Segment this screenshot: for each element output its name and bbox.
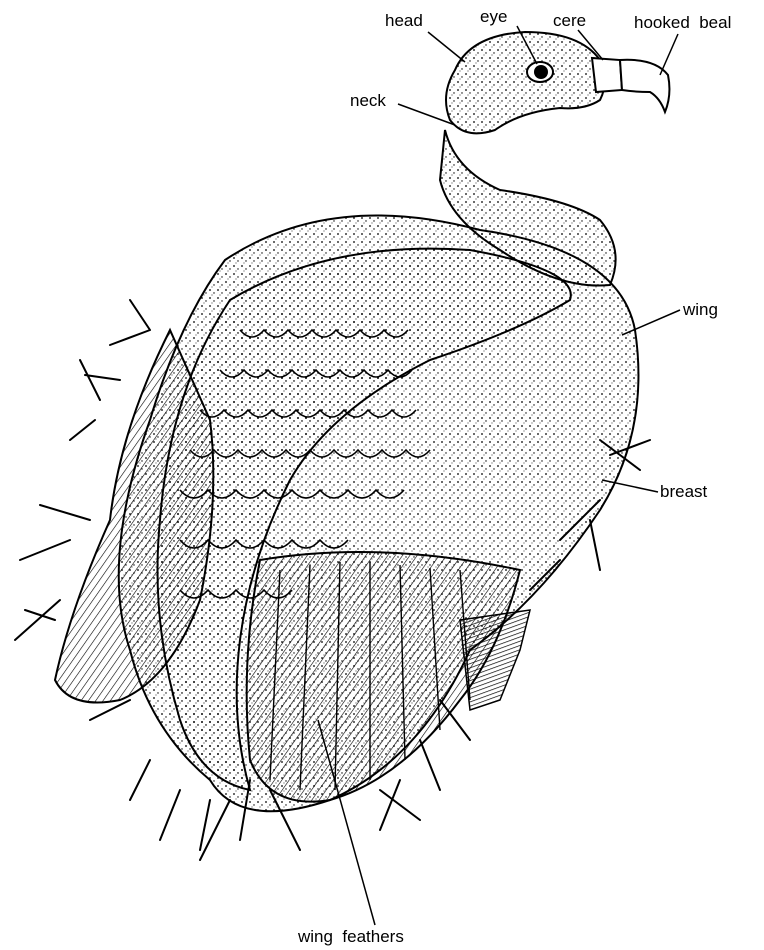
cere-mark (592, 58, 622, 92)
label-eye: eye (480, 8, 507, 25)
label-breast: breast (660, 483, 707, 500)
label-wing-feathers: wing feathers (298, 928, 404, 945)
beak-mark (620, 60, 669, 112)
head (446, 32, 605, 133)
label-wing: wing (683, 301, 718, 318)
eye-mark (527, 62, 553, 82)
label-cere: cere (553, 12, 586, 29)
label-hooked-beak: hooked beal (634, 14, 731, 31)
label-head: head (385, 12, 423, 29)
label-neck: neck (350, 92, 386, 109)
